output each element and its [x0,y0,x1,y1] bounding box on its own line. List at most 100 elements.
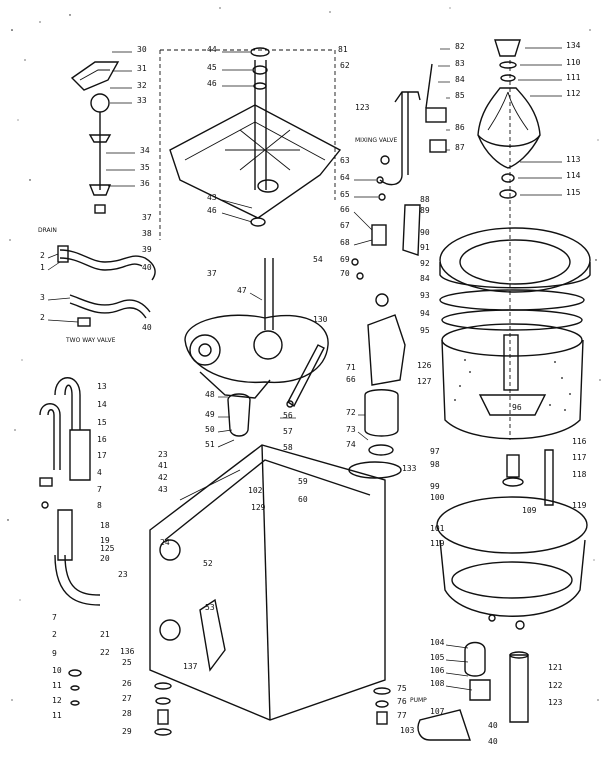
part-label: 43 [158,485,168,494]
part-label: 123 [548,698,563,707]
part-label: 40 [142,323,152,332]
part-label: 107 [430,707,445,716]
part-label: 106 [430,666,445,675]
part-label: 86 [455,123,465,132]
part-label: 17 [97,451,107,460]
part-label: 82 [455,42,465,51]
switch-parts-column [351,176,421,280]
part-label: 41 [158,461,168,470]
part-label: 1 [40,263,45,272]
part-label: 57 [283,427,293,436]
part-label: 136 [120,647,135,656]
part-label: 45 [207,63,217,72]
part-label: 109 [522,506,537,515]
part-label: 97 [430,447,440,456]
part-label: 121 [548,663,563,672]
part-label: 2 [40,251,45,260]
part-label: 70 [340,269,350,278]
part-label: 31 [137,64,147,73]
part-label: 73 [346,425,356,434]
part-label: 101 [430,524,445,533]
part-label: 34 [140,146,150,155]
part-label: 72 [346,408,356,417]
part-label: 93 [420,291,430,300]
part-label: 94 [420,309,430,318]
part-label: 49 [205,410,215,419]
part-label: 44 [207,45,217,54]
part-label: 2 [52,630,57,639]
part-label: 104 [430,638,445,647]
part-label: 134 [566,41,581,50]
part-label: 27 [122,694,132,703]
part-label: 26 [122,679,132,688]
part-label: 62 [340,61,350,70]
part-label: 10 [52,666,62,675]
part-label: 81 [338,45,348,54]
part-label: 83 [455,59,465,68]
part-label: 112 [566,89,581,98]
part-label: 88 [420,195,430,204]
part-label: 77 [397,711,407,720]
part-label: 100 [430,493,445,502]
mounting-plate [169,47,342,227]
part-label: 103 [400,726,415,735]
part-label: 113 [566,155,581,164]
part-label: 32 [137,81,147,90]
part-label: 56 [283,411,293,420]
part-label: 24 [160,538,170,547]
part-label: 89 [420,206,430,215]
part-label: 64 [340,173,350,182]
part-label: 125 [100,544,115,553]
part-label: 18 [100,521,110,530]
outer-tub [436,449,588,630]
part-label: 68 [340,238,350,247]
part-label: 66 [340,205,350,214]
part-label: 33 [137,96,147,105]
leveling-feet [68,669,391,736]
part-label: 14 [97,400,107,409]
part-label: 48 [205,390,215,399]
part-label: 38 [142,229,152,238]
part-label: 133 [402,464,417,473]
caption-drain: DRAIN [38,227,57,234]
part-label: 110 [566,58,581,67]
part-label: 71 [346,363,356,372]
part-label: 123 [355,103,370,112]
part-label: 75 [397,684,407,693]
part-label: 98 [430,460,440,469]
part-label: 102 [248,486,263,495]
part-label: 47 [237,286,247,295]
part-label: 43 [207,193,217,202]
part-number-labels: 3031323334353637383940403712324445468162… [40,41,587,746]
part-label: 7 [52,613,57,622]
part-label: 12 [52,696,62,705]
pump-assembly [417,641,529,741]
part-label: 11 [52,711,62,720]
part-label: 23 [158,450,168,459]
part-label: 118 [572,470,587,479]
part-label: 76 [397,697,407,706]
part-label: 54 [313,255,323,264]
part-label: 117 [572,453,587,462]
part-label: 52 [203,559,213,568]
part-label: 51 [205,440,215,449]
inlet-hose-cluster [39,377,101,606]
part-label: 37 [142,213,152,222]
part-label: 3 [40,293,45,302]
part-label: 19 [100,536,110,545]
part-label: 66 [346,375,356,384]
part-label: 84 [420,274,430,283]
part-label: 85 [455,91,465,100]
part-label: 53 [205,603,215,612]
assembly-guide-lines [159,49,511,440]
part-label: 63 [340,156,350,165]
part-label: 115 [566,188,581,197]
part-label: 28 [122,709,132,718]
strap-brace [280,344,325,419]
part-label: 8 [97,501,102,510]
part-label: 92 [420,259,430,268]
mixing-valve-assembly [379,48,450,186]
caption-two-way-valve: TWO WAY VALVE [65,337,116,344]
part-label: 84 [455,75,465,84]
